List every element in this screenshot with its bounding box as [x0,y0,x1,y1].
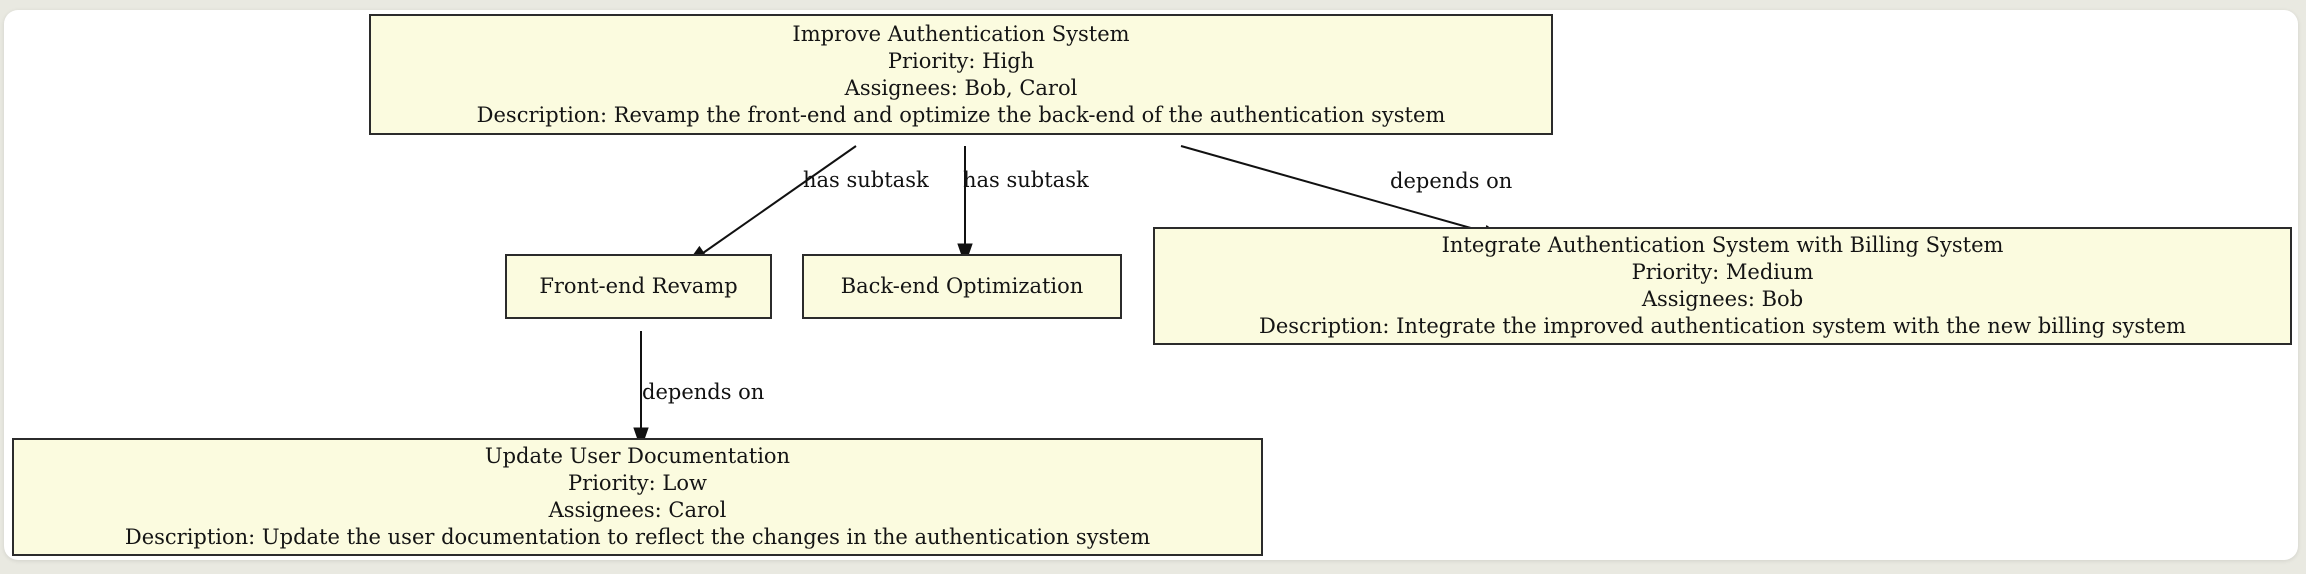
node-title: Integrate Authentication System with Bil… [1441,233,2004,257]
node-integrate-billing-system: Integrate Authentication System with Bil… [1153,227,2292,345]
edge-has-subtask-backend [957,146,973,266]
node-title: Front-end Revamp [539,274,738,298]
node-priority: Priority: High [887,48,1035,73]
edge-label-depends-on-integrate: depends on [1390,169,1513,193]
diagram-canvas: Improve Authentication System Priority: … [4,10,2298,560]
node-description: Description: Integrate the improved auth… [1259,314,2186,338]
node-title: Update User Documentation [484,444,791,468]
node-assignees: Assignees: Bob, Carol [844,75,1078,100]
node-description: Description: Revamp the front-end and op… [476,102,1446,127]
edge-label-depends-on-docs: depends on [642,380,765,404]
node-assignees: Assignees: Carol [548,498,727,522]
node-improve-authentication-system: Improve Authentication System Priority: … [369,14,1553,135]
node-priority: Priority: Low [568,471,707,495]
node-priority: Priority: Medium [1631,260,1814,284]
node-assignees: Assignees: Bob [1641,287,1804,311]
edge-label-has-subtask-backend: has subtask [963,168,1089,192]
edge-label-has-subtask-frontend: has subtask [803,168,929,192]
node-frontend-revamp: Front-end Revamp [505,254,772,319]
node-description: Description: Update the user documentati… [124,525,1151,549]
edge-has-subtask-frontend [685,145,857,265]
node-backend-optimization: Back-end Optimization [802,254,1122,319]
node-update-user-documentation: Update User Documentation Priority: Low … [12,438,1263,556]
node-title: Back-end Optimization [840,274,1084,298]
node-title: Improve Authentication System [792,21,1130,46]
